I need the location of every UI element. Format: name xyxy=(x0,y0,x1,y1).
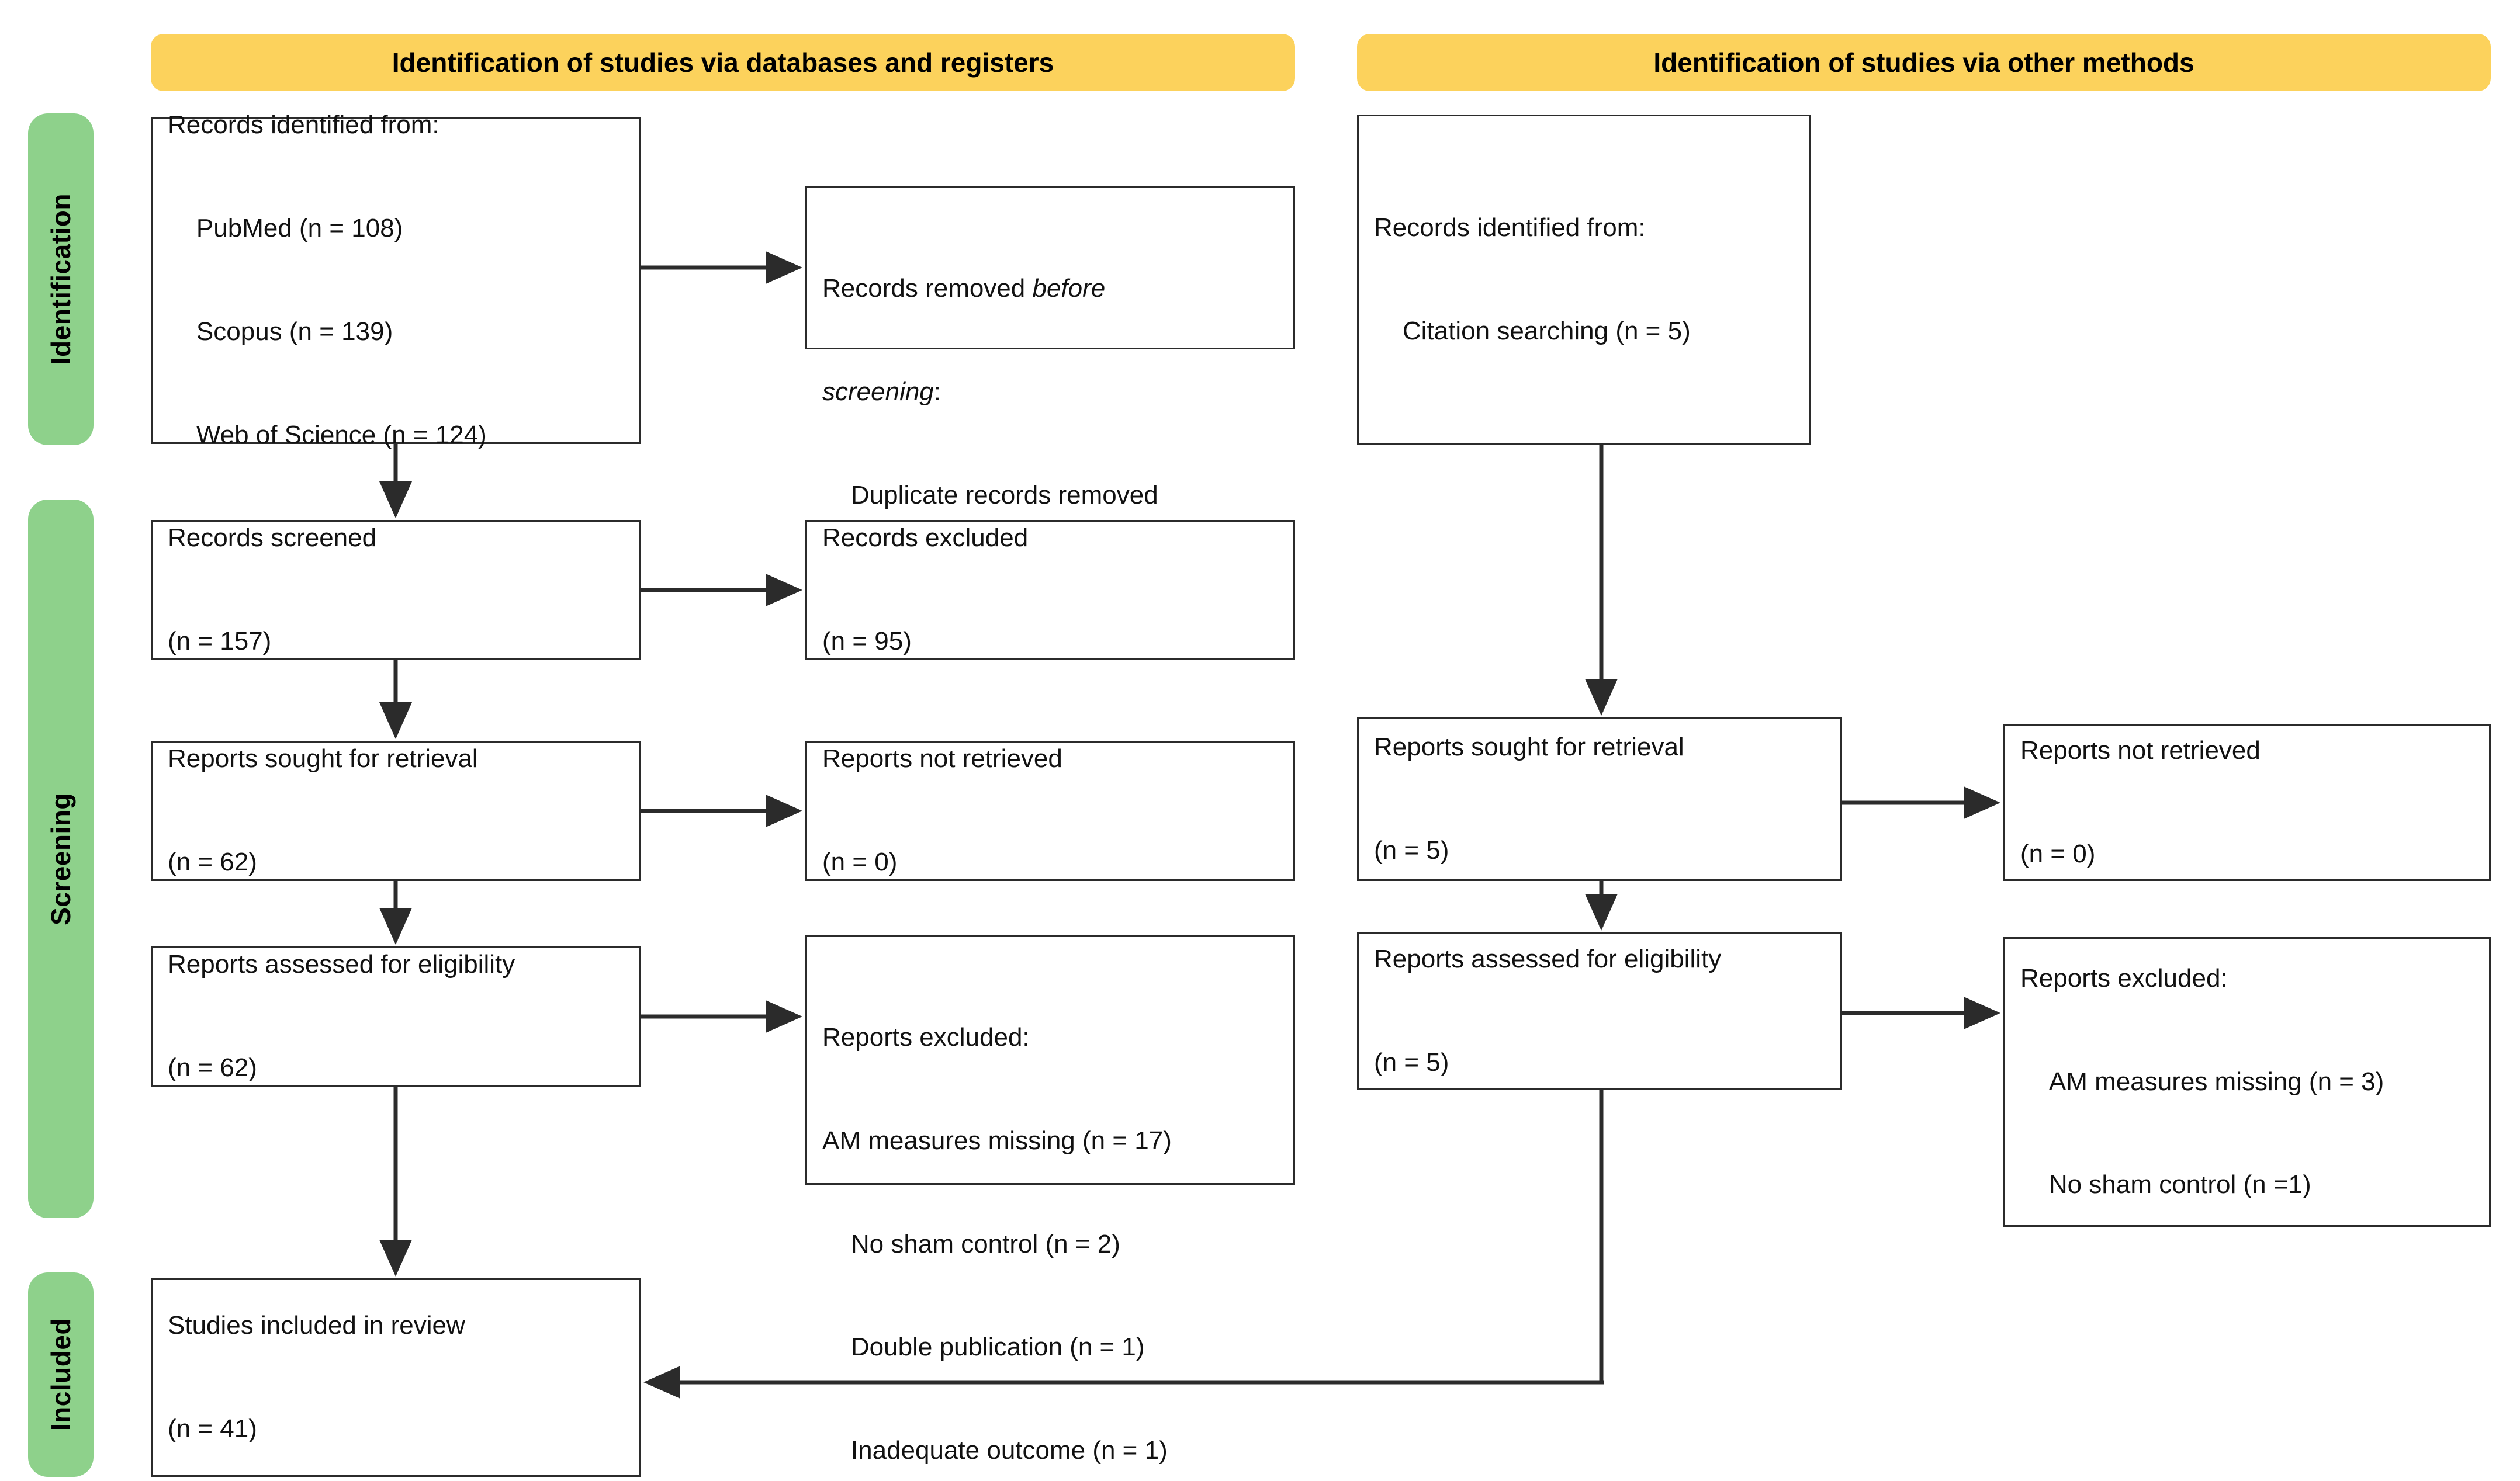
reports-excluded-other-reason-2: No sham control (n =1) xyxy=(2020,1170,2311,1199)
box-records-removed-before-screening: Records removed before screening: Duplic… xyxy=(805,186,1295,612)
reports-sought-other-label: Reports sought for retrieval xyxy=(1374,733,1684,762)
records-excluded-count: (n = 95) xyxy=(822,626,912,655)
reports-assessed-other-label: Reports assessed for eligibility xyxy=(1374,945,1722,974)
box-reports-sought-other-methods: Reports sought for retrieval (n = 5) xyxy=(1357,717,1842,881)
box-records-excluded: Records excluded (n = 95) xyxy=(805,520,1295,660)
column-header-other-methods: Identification of studies via other meth… xyxy=(1357,34,2491,91)
records-removed-duplicates: Duplicate records removed xyxy=(822,480,1158,509)
records-identified-other-citation: Citation searching (n = 5) xyxy=(1374,316,1691,345)
records-excluded-label: Records excluded xyxy=(822,523,1029,553)
column-header-databases: Identification of studies via databases … xyxy=(151,34,1295,91)
records-screened-count: (n = 157) xyxy=(168,626,272,655)
box-studies-included: Studies included in review (n = 41) xyxy=(151,1278,641,1477)
reports-excluded-db-title: Reports excluded: xyxy=(822,1022,1030,1052)
box-reports-assessed-other-methods: Reports assessed for eligibility (n = 5) xyxy=(1357,932,1842,1090)
reports-not-retrieved-db-count: (n = 0) xyxy=(822,847,898,876)
reports-excluded-other-reason-1: AM measures missing (n = 3) xyxy=(2020,1067,2384,1096)
reports-assessed-db-label: Reports assessed for eligibility xyxy=(168,950,515,979)
reports-excluded-db-reason-2: No sham control (n = 2) xyxy=(822,1229,1120,1258)
stage-band-included-label: Included xyxy=(46,1318,76,1431)
records-identified-db-pubmed: PubMed (n = 108) xyxy=(168,214,403,243)
reports-sought-other-count: (n = 5) xyxy=(1374,835,1449,865)
reports-not-retrieved-db-label: Reports not retrieved xyxy=(822,744,1062,774)
box-reports-not-retrieved-databases: Reports not retrieved (n = 0) xyxy=(805,741,1295,881)
records-identified-db-wos: Web of Science (n = 124) xyxy=(168,420,487,449)
box-records-identified-databases: Records identified from: PubMed (n = 108… xyxy=(151,110,641,449)
box-records-identified-other-methods: Records identified from: Citation search… xyxy=(1357,115,1811,445)
studies-included-count: (n = 41) xyxy=(168,1414,257,1443)
records-identified-other-line1: Records identified from: xyxy=(1374,213,1646,242)
reports-sought-db-count: (n = 62) xyxy=(168,847,257,876)
records-identified-db-line1: Records identified from: xyxy=(168,110,439,140)
reports-sought-db-label: Reports sought for retrieval xyxy=(168,744,478,774)
stage-band-identification-label: Identification xyxy=(46,193,76,365)
column-header-databases-label: Identification of studies via databases … xyxy=(392,47,1054,78)
reports-excluded-other-title: Reports excluded: xyxy=(2020,963,2228,993)
reports-assessed-other-count: (n = 5) xyxy=(1374,1048,1449,1077)
records-screened-label: Records screened xyxy=(168,523,377,553)
box-reports-sought-databases: Reports sought for retrieval (n = 62) xyxy=(151,741,641,881)
studies-included-label: Studies included in review xyxy=(168,1311,465,1340)
box-reports-not-retrieved-other-methods: Reports not retrieved (n = 0) xyxy=(2003,724,2491,881)
reports-not-retrieved-other-count: (n = 0) xyxy=(2020,839,2096,868)
reports-excluded-db-reason-3: Double publication (n = 1) xyxy=(822,1333,1145,1362)
stage-band-screening-label: Screening xyxy=(46,792,76,925)
stage-band-identification: Identification xyxy=(28,113,94,445)
reports-not-retrieved-other-label: Reports not retrieved xyxy=(2020,736,2261,765)
reports-assessed-db-count: (n = 62) xyxy=(168,1053,257,1082)
stage-band-screening: Screening xyxy=(28,500,94,1218)
box-reports-excluded-other-methods: Reports excluded: AM measures missing (n… xyxy=(2003,937,2491,1227)
reports-excluded-db-reason-4: Inadequate outcome (n = 1) xyxy=(822,1436,1168,1465)
records-removed-line2: screening: xyxy=(822,377,941,406)
column-header-other-methods-label: Identification of studies via other meth… xyxy=(1653,47,2194,78)
reports-excluded-db-reason-1: AM measures missing (n = 17) xyxy=(822,1126,1172,1155)
box-reports-assessed-databases: Reports assessed for eligibility (n = 62… xyxy=(151,946,641,1087)
box-records-screened: Records screened (n = 157) xyxy=(151,520,641,660)
records-identified-db-scopus: Scopus (n = 139) xyxy=(168,317,393,346)
box-reports-excluded-databases: Reports excluded: AM measures missing (n… xyxy=(805,935,1295,1465)
records-removed-line1: Records removed before xyxy=(822,273,1106,303)
stage-band-included: Included xyxy=(28,1272,94,1477)
